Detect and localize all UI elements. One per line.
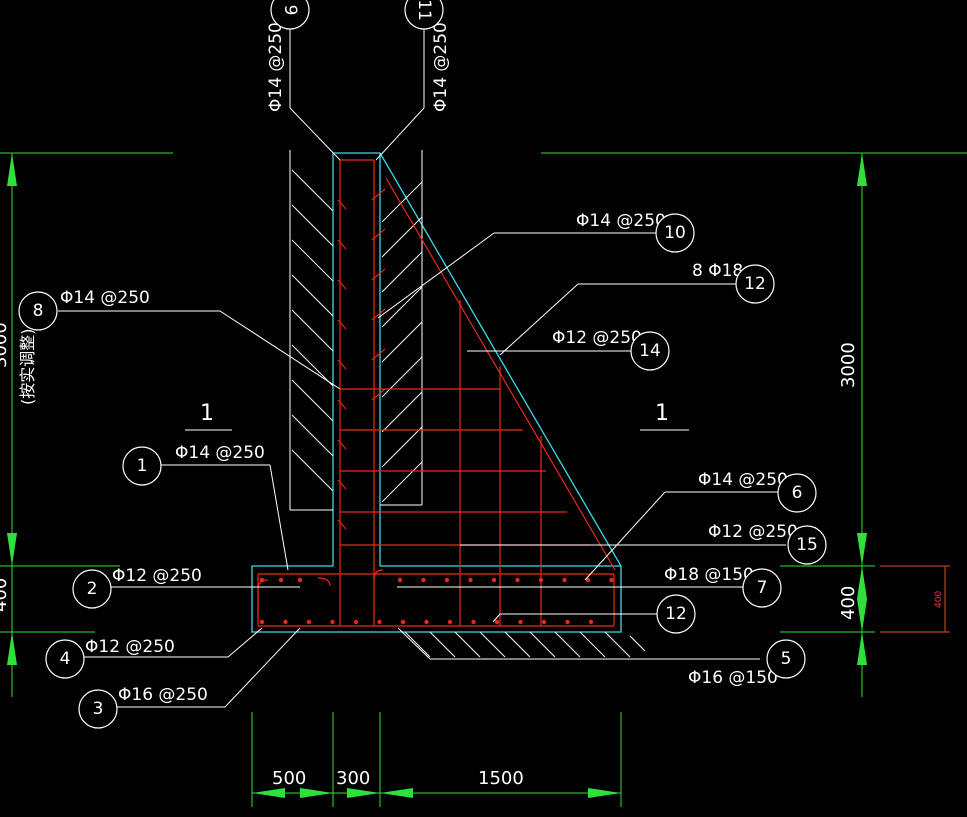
rebar-dot — [297, 577, 303, 583]
label-rebar-3: Φ16 @250 — [118, 685, 208, 705]
marker-2: 2 — [72, 569, 112, 609]
rebar-dot — [424, 619, 429, 625]
svg-text:8: 8 — [33, 301, 44, 321]
svg-text:3: 3 — [93, 699, 104, 719]
dim-1500: 1500 — [478, 768, 524, 789]
marker-11: 11 — [404, 0, 444, 30]
dim-3000-right: 3000 — [838, 342, 859, 388]
rebar-dot — [400, 619, 406, 625]
section-mark-right: 1 — [655, 401, 669, 426]
svg-text:9: 9 — [280, 5, 300, 16]
label-rebar-5: Φ16 @150 — [688, 668, 778, 688]
leader-lines — [58, 22, 797, 708]
reinforcement — [257, 159, 616, 627]
label-rebar-6: Φ14 @250 — [698, 470, 788, 490]
rebar-dot — [330, 619, 335, 625]
rebar-dot — [494, 619, 500, 625]
marker-4: 4 — [45, 639, 85, 679]
dim-400-small: 400 — [934, 591, 944, 608]
rebar-dot — [585, 577, 591, 583]
marker-14: 14 — [630, 331, 670, 371]
svg-text:2: 2 — [87, 579, 98, 599]
label-rebar-7: Φ18 @150 — [664, 565, 754, 585]
dim-300: 300 — [336, 768, 370, 789]
label-rebar-9: Φ14 @250 — [266, 22, 286, 112]
dimensions: 500 300 1500 3000 400 400 3000 (按实调整) 40… — [0, 152, 950, 807]
label-rebar-15: Φ12 @250 — [708, 522, 798, 542]
rebar-dot — [306, 619, 312, 625]
item-markers: 9 11 10 12 8 14 1 6 15 2 7 12 4 5 3 — [18, 0, 827, 729]
rebar-dot — [377, 619, 382, 625]
marker-9: 9 — [270, 0, 310, 30]
rebar-dot — [397, 577, 403, 583]
rebar-dot — [444, 577, 450, 583]
rebar-dot — [515, 577, 520, 583]
concrete-outline — [251, 152, 622, 633]
rebar-dot — [565, 619, 570, 625]
dim-400-left: 400 — [0, 578, 11, 612]
rebar-dot — [353, 619, 359, 625]
rebar-dot — [518, 619, 523, 625]
label-rebar-11: Φ14 @250 — [431, 22, 451, 112]
dim-500: 500 — [272, 768, 306, 789]
rebar-dot — [562, 577, 567, 583]
dim-400-right: 400 — [838, 586, 859, 620]
rebar-dot — [278, 577, 284, 583]
rebar-dot — [421, 577, 426, 583]
marker-3: 3 — [78, 689, 118, 729]
dim-3000-left: 3000 — [0, 322, 11, 368]
label-rebar-2: Φ12 @250 — [112, 566, 202, 586]
marker-7: 7 — [742, 568, 782, 608]
rebar-dot — [447, 619, 453, 625]
label-rebar-1: Φ14 @250 — [175, 443, 265, 463]
svg-text:6: 6 — [792, 483, 803, 503]
rebar-dot — [259, 619, 265, 625]
rebar-dot — [491, 577, 497, 583]
rebar-dot — [259, 577, 265, 583]
svg-text:12: 12 — [744, 274, 766, 294]
rebar-dot — [609, 577, 614, 583]
marker-15: 15 — [787, 525, 827, 565]
label-rebar-14: Φ12 @250 — [552, 328, 642, 348]
svg-text:15: 15 — [796, 535, 818, 555]
marker-8: 8 — [18, 291, 58, 331]
label-rebar-4: Φ12 @250 — [85, 637, 175, 657]
rebar-dot — [471, 619, 476, 625]
rebar-dot — [588, 619, 594, 625]
backfill-hatch — [289, 150, 646, 658]
marker-10: 10 — [655, 213, 695, 253]
marker-12-bottom: 12 — [656, 594, 696, 634]
rebar-dots — [259, 577, 614, 625]
marker-5: 5 — [766, 639, 806, 679]
svg-text:5: 5 — [781, 649, 792, 669]
svg-text:12: 12 — [665, 604, 687, 624]
marker-12-top: 12 — [735, 264, 775, 304]
dim-left-note: (按实调整) — [18, 329, 37, 406]
svg-text:10: 10 — [664, 223, 686, 243]
svg-text:14: 14 — [639, 341, 661, 361]
label-rebar-10: Φ14 @250 — [576, 211, 666, 231]
marker-6: 6 — [777, 473, 817, 513]
svg-text:1: 1 — [137, 456, 148, 476]
svg-text:11: 11 — [414, 0, 434, 21]
rebar-dot — [538, 577, 544, 583]
rebar-dot — [468, 577, 473, 583]
rebar-dot — [541, 619, 547, 625]
label-rebar-12-top: 8 Φ18 — [692, 261, 743, 281]
marker-1: 1 — [122, 446, 162, 486]
rebar-dot — [283, 619, 288, 625]
section-mark-left: 1 — [200, 401, 214, 426]
svg-text:4: 4 — [60, 649, 71, 669]
label-rebar-8: Φ14 @250 — [60, 288, 150, 308]
rebar-labels: Φ14 @250 Φ14 @250 Φ14 @250 8 Φ18 Φ14 @25… — [60, 22, 798, 705]
svg-text:7: 7 — [757, 578, 768, 598]
